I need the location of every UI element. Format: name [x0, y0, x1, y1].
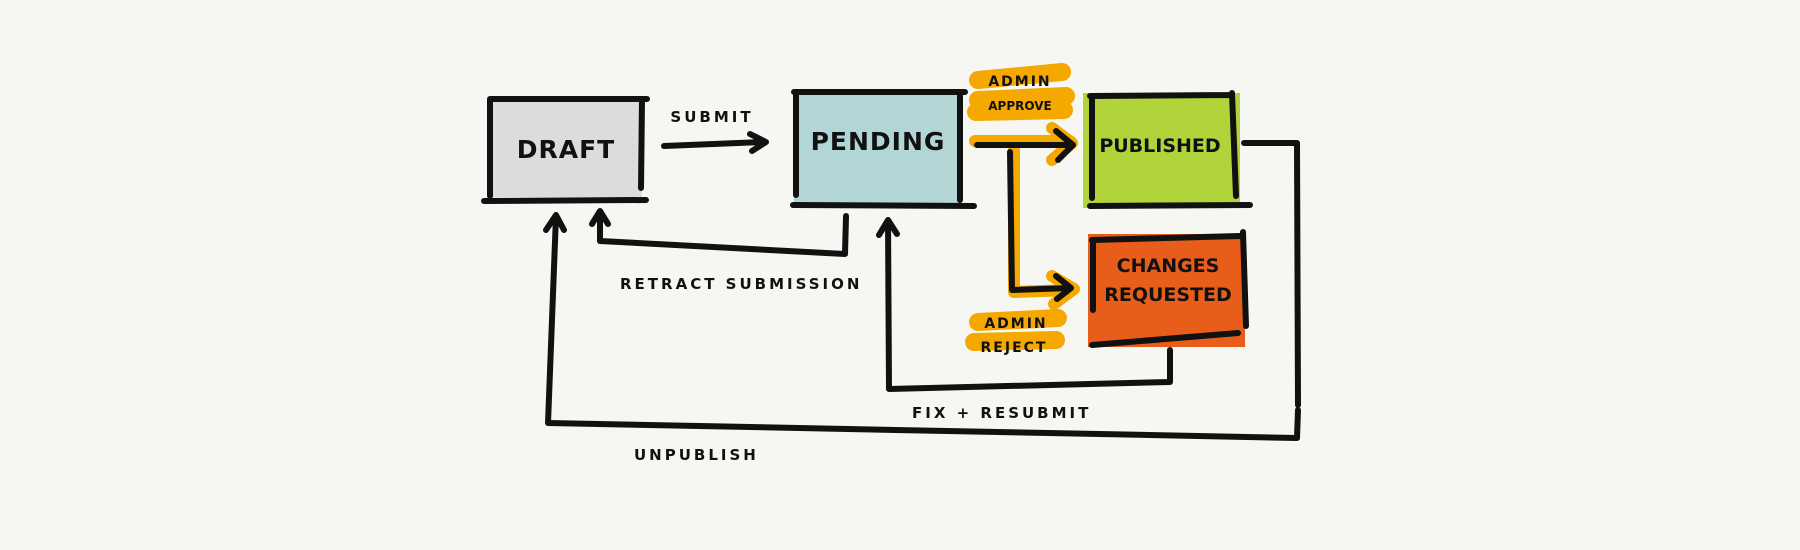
admin-reject-label-2: REJECT — [981, 340, 1048, 356]
admin-approve-label-2: APPROVE — [988, 99, 1051, 113]
admin-reject-highlight — [965, 144, 1080, 351]
admin-reject-arrow: ADMIN REJECT — [981, 149, 1074, 356]
state-pending-label: PENDING — [811, 127, 946, 156]
fix-resubmit-arrow: FIX + RESUBMIT — [876, 217, 1173, 422]
unpublish-arrow: UNPUBLISH — [543, 140, 1301, 464]
admin-reject-label-1: ADMIN — [984, 316, 1047, 332]
retract-submission-arrow: RETRACT SUBMISSION — [589, 208, 862, 293]
state-changes-label-1: CHANGES — [1117, 255, 1220, 277]
admin-approve-arrow: ADMIN APPROVE — [974, 74, 1076, 163]
state-published[interactable]: PUBLISHED — [1083, 90, 1253, 209]
submit-label: SUBMIT — [670, 108, 753, 126]
state-draft-label: DRAFT — [517, 135, 615, 164]
submit-arrow: SUBMIT — [661, 108, 769, 154]
state-published-label: PUBLISHED — [1099, 135, 1220, 157]
fix-resubmit-label: FIX + RESUBMIT — [912, 404, 1091, 422]
state-changes-requested[interactable]: CHANGES REQUESTED — [1088, 229, 1249, 348]
retract-label: RETRACT SUBMISSION — [620, 275, 862, 293]
state-pending[interactable]: PENDING — [790, 89, 977, 209]
unpublish-label: UNPUBLISH — [634, 446, 759, 464]
state-draft[interactable]: DRAFT — [481, 96, 650, 204]
state-changes-label-2: REQUESTED — [1104, 284, 1232, 306]
admin-approve-label-1: ADMIN — [988, 74, 1051, 90]
